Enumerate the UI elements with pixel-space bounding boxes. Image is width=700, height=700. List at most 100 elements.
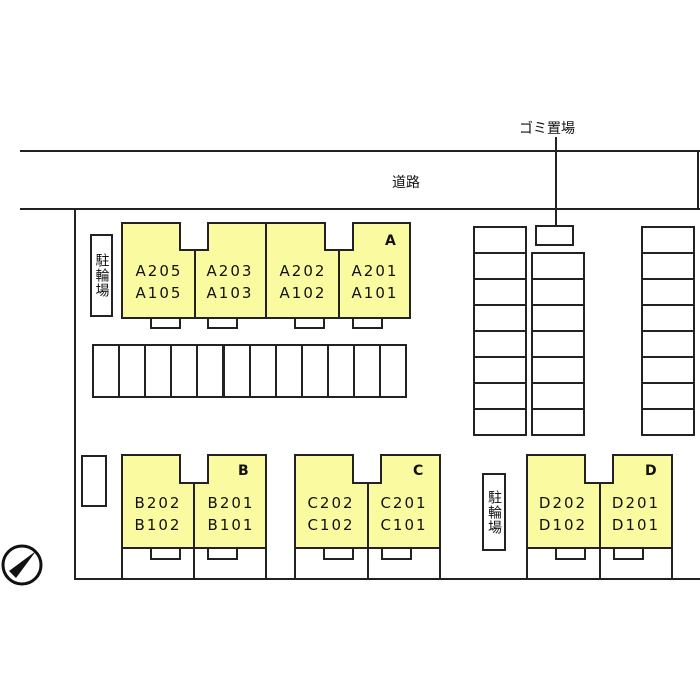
step <box>555 547 586 560</box>
step <box>150 547 181 560</box>
parking-space <box>641 382 695 410</box>
unit-upper: B201 <box>207 494 255 512</box>
parking-space <box>170 344 199 398</box>
parking-space <box>641 330 695 358</box>
parking-space <box>473 408 527 436</box>
unit-lower: B101 <box>207 516 255 534</box>
building-label-c: C <box>413 463 424 479</box>
step <box>294 317 325 329</box>
bicycle-parking-1: 駐輪場 <box>90 234 113 317</box>
unit-divider <box>599 482 601 579</box>
parking-space <box>300 344 329 398</box>
unit-upper: A201 <box>351 262 399 280</box>
garbage-area <box>535 225 574 246</box>
parking-space <box>531 252 585 280</box>
parking-space <box>118 344 147 398</box>
unit-upper: A203 <box>206 262 254 280</box>
road-edge-right <box>697 150 699 210</box>
parking-space <box>473 304 527 332</box>
unit-lower: A105 <box>135 284 183 302</box>
unit-divider <box>265 222 267 318</box>
parking-space <box>641 356 695 384</box>
road-edge-top <box>20 150 700 152</box>
storage-box <box>81 455 107 507</box>
parking-space <box>473 330 527 358</box>
step <box>207 317 238 329</box>
parking-space <box>473 356 527 384</box>
parking-space <box>641 226 695 254</box>
building-a-notch <box>179 222 209 251</box>
parking-space <box>473 382 527 410</box>
unit-divider <box>338 250 340 318</box>
unit-upper: C202 <box>307 494 355 512</box>
building-c-yard <box>294 547 441 580</box>
step <box>150 317 181 329</box>
step <box>352 317 383 329</box>
unit-divider <box>367 482 369 579</box>
bicycle-parking-2: 駐輪場 <box>482 473 506 551</box>
garbage-leader-line <box>555 137 557 226</box>
unit-upper: A202 <box>279 262 327 280</box>
parking-space <box>379 344 408 398</box>
unit-lower: C101 <box>380 516 428 534</box>
parking-space <box>531 356 585 384</box>
unit-lower: B102 <box>134 516 182 534</box>
parking-space <box>473 226 527 254</box>
unit-lower: A103 <box>206 284 254 302</box>
building-d-yard <box>526 547 673 580</box>
unit-upper: D201 <box>611 494 661 512</box>
parking-space <box>473 278 527 306</box>
unit-lower: C102 <box>307 516 355 534</box>
road-label: 道路 <box>392 175 420 191</box>
road-edge-bottom <box>20 208 700 210</box>
building-label-a: A <box>385 233 396 249</box>
step <box>613 547 644 560</box>
parking-space <box>531 304 585 332</box>
parking-space <box>641 408 695 436</box>
unit-lower: A102 <box>279 284 327 302</box>
parking-space <box>531 278 585 306</box>
unit-lower: D102 <box>538 516 588 534</box>
building-label-b: B <box>238 463 249 479</box>
building-c-notch <box>352 454 382 484</box>
parking-space <box>531 408 585 436</box>
garbage-area-label: ゴミ置場 <box>519 121 575 137</box>
building-a-notch <box>324 222 354 251</box>
parking-space <box>641 252 695 280</box>
parking-space <box>144 344 173 398</box>
north-arrow-icon <box>1 544 43 586</box>
step <box>207 547 238 560</box>
building-label-d: D <box>645 463 657 479</box>
unit-divider <box>194 250 196 318</box>
parking-space <box>248 344 277 398</box>
parking-space <box>531 330 585 358</box>
building-b-notch <box>179 454 209 484</box>
unit-upper: B202 <box>134 494 182 512</box>
parking-space <box>196 344 225 398</box>
building-d-notch <box>584 454 614 484</box>
unit-lower: D101 <box>611 516 661 534</box>
building-b-yard <box>121 547 267 580</box>
parking-space <box>274 344 303 398</box>
parking-space <box>531 382 585 410</box>
unit-lower: A101 <box>351 284 399 302</box>
unit-upper: C201 <box>380 494 428 512</box>
step <box>323 547 354 560</box>
parking-space <box>641 278 695 306</box>
parking-space <box>641 304 695 332</box>
unit-upper: D202 <box>538 494 588 512</box>
parking-space <box>473 252 527 280</box>
parking-space <box>92 344 120 398</box>
parking-space <box>222 344 251 398</box>
step <box>381 547 412 560</box>
